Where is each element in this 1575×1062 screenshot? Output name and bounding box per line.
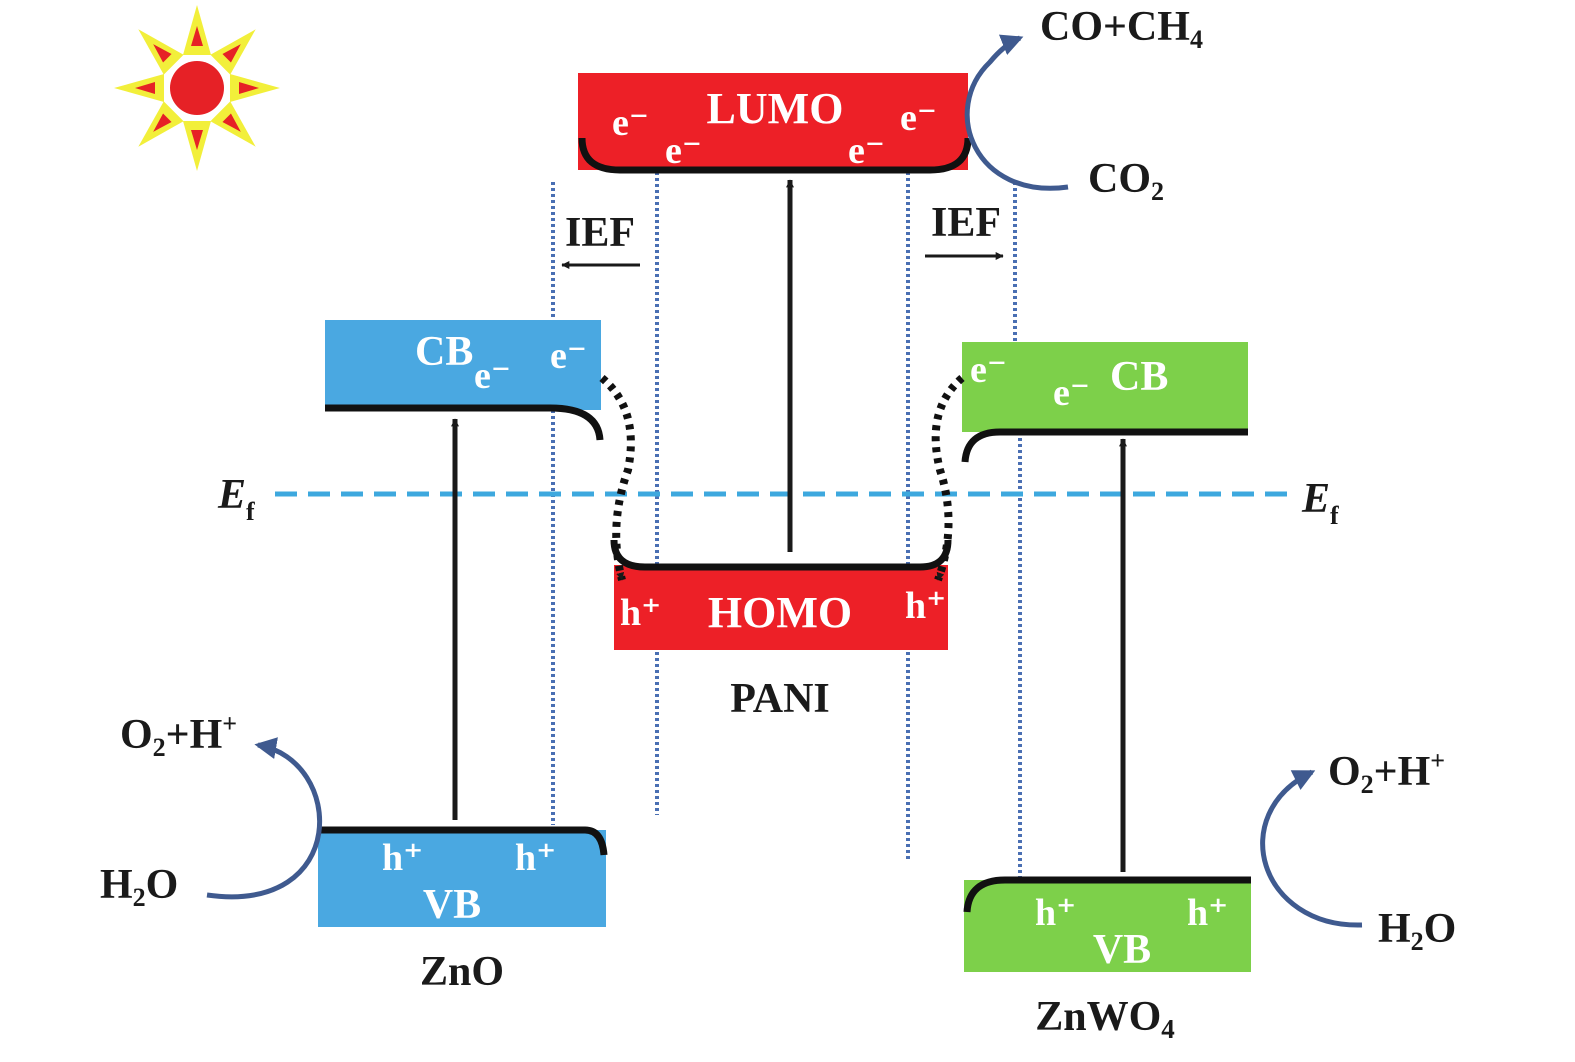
zno-cb-band — [325, 320, 604, 441]
zno-vb-label: VB — [423, 882, 481, 928]
oxidation-left-product-label: O2+H+ — [120, 709, 237, 762]
zno-vb-hole: h⁺ — [515, 837, 556, 879]
pani-homo-band — [610, 539, 952, 650]
zno-vb-hole: h⁺ — [382, 837, 423, 879]
zno-material-label: ZnO — [420, 949, 504, 995]
sun-ray-inner — [135, 82, 155, 94]
sun-ray-inner — [222, 44, 241, 63]
fermi-label-left: Ef — [217, 472, 255, 526]
sun-ray-inner — [191, 130, 203, 150]
sun-ray-inner — [153, 44, 172, 63]
homo-hole: h⁺ — [620, 592, 661, 634]
oxidation-left-reactant-label: H2O — [100, 862, 178, 912]
homo-label: HOMO — [708, 588, 852, 637]
znwo4-cb-electron: e⁻ — [970, 349, 1007, 391]
oxidation-right-product-label: O2+H+ — [1328, 746, 1445, 799]
pani-lumo-band — [578, 73, 972, 174]
ief-right-label: IEF — [931, 200, 1001, 246]
electron-transfer-arrows — [599, 374, 965, 582]
lumo-electron: e⁻ — [612, 102, 649, 144]
zno-cb-electron: e⁻ — [550, 335, 587, 377]
fermi-label-right: Ef — [1301, 476, 1339, 530]
znwo4-cb-band — [961, 342, 1248, 463]
pani-material-label: PANI — [730, 676, 830, 722]
sun-ray-inner — [191, 26, 203, 46]
sun-ray-inner — [222, 113, 241, 132]
guide-lines — [551, 160, 1022, 880]
znwo4-vb-hole: h⁺ — [1187, 892, 1228, 934]
sun-icon — [114, 5, 280, 171]
zno-vb-band — [318, 826, 608, 927]
lumo-electron: e⁻ — [900, 97, 937, 139]
lumo-label: LUMO — [707, 84, 844, 133]
znwo4-cb-label: CB — [1110, 354, 1168, 400]
znwo4-vb-hole: h⁺ — [1035, 892, 1076, 934]
reduction-reactant-label: CO2 — [1088, 156, 1164, 206]
excitation-arrows — [451, 179, 1127, 872]
lumo-electron: e⁻ — [665, 130, 702, 172]
homo-hole: h⁺ — [905, 585, 946, 627]
reduction-product-label: CO+CH4 — [1040, 4, 1203, 54]
znwo4-vb-label: VB — [1093, 927, 1151, 973]
oxidation-right-reactant-label: H2O — [1378, 906, 1456, 956]
zno-cb-electron: e⁻ — [474, 355, 511, 397]
sun-ray-inner — [153, 113, 172, 132]
ief-left-label: IEF — [565, 210, 635, 256]
zno-cb-label: CB — [415, 329, 473, 375]
lumo-electron: e⁻ — [848, 130, 885, 172]
reaction-arrows — [206, 34, 1363, 928]
znwo4-material-label: ZnWO4 — [1035, 994, 1175, 1044]
znwo4-cb-electron: e⁻ — [1053, 372, 1090, 414]
znwo4-vb-band — [963, 876, 1251, 972]
sun-ray-inner — [239, 82, 259, 94]
